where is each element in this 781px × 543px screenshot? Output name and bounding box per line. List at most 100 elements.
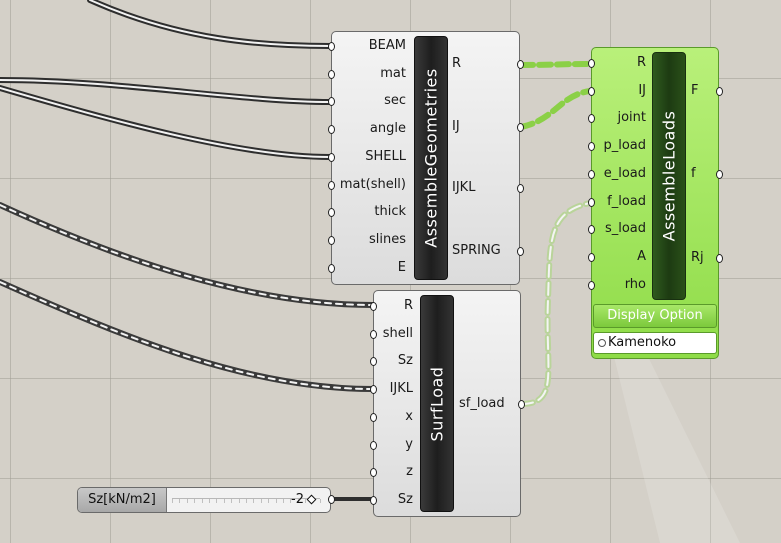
ag-output-3-port-0[interactable]: [517, 247, 524, 256]
ag-input-port-4[interactable]: [328, 152, 335, 162]
al-input-port-8[interactable]: [588, 280, 595, 290]
slider-tick: [297, 499, 299, 503]
slider-tick: [283, 499, 284, 503]
ag-input-label-3: angle: [369, 121, 406, 137]
al-input-port-7[interactable]: [588, 252, 595, 262]
sl-input-label-5: y: [405, 436, 413, 452]
ag-input-label-2: sec: [384, 93, 406, 109]
ag-input-label-4: SHELL: [365, 148, 406, 164]
sl-input-port-3[interactable]: [370, 385, 377, 395]
wire-r-to-loads[interactable]: [518, 61, 593, 68]
slider-tick: [320, 499, 321, 503]
ag-input-label-5: mat(shell): [339, 176, 406, 192]
ag-output-0-port-0[interactable]: [517, 60, 524, 69]
sz-number-slider[interactable]: Sz[kN/m2] -2: [77, 487, 331, 513]
sl-input-port-1[interactable]: [370, 329, 377, 339]
ag-input-port-6[interactable]: [328, 208, 335, 218]
al-output-0-label-0: F: [691, 83, 699, 98]
sl-input-port-6[interactable]: [370, 468, 377, 478]
ag-input-label-6: thick: [374, 204, 406, 220]
wire-ij-to-loads[interactable]: [518, 88, 593, 130]
slider-tick: [172, 499, 173, 503]
slider-track[interactable]: [172, 498, 321, 503]
wire-sfload-to-floads[interactable]: [518, 200, 593, 407]
al-input-label-8: rho: [624, 276, 646, 292]
slider-tick: [268, 499, 270, 503]
sl-input-port-2[interactable]: [370, 357, 377, 367]
al-output-1-port-0[interactable]: [716, 170, 723, 179]
sl-input-label-7: Sz: [397, 491, 413, 507]
ag-input-port-5[interactable]: [328, 180, 335, 190]
al-input-port-2[interactable]: [588, 114, 595, 124]
slider-name: Sz[kN/m2]: [78, 488, 167, 512]
sl-input-label-0: R: [403, 298, 413, 313]
ag-output-1-port-0[interactable]: [517, 123, 524, 132]
ag-input-port-3[interactable]: [328, 125, 335, 135]
ag-input-label-7: slines: [368, 231, 406, 247]
al-input-label-3: p_load: [603, 138, 646, 154]
assemble-geometries-component[interactable]: AssembleGeometries: [331, 31, 520, 285]
ag-input-port-8[interactable]: [328, 263, 335, 273]
surf-load-title-bar[interactable]: SurfLoad: [420, 295, 454, 512]
assemble-loads-component[interactable]: AssembleLoads Display Option Kamenoko: [591, 47, 719, 359]
sl-output-port-0[interactable]: [518, 400, 525, 409]
surf-load-component[interactable]: SurfLoad: [373, 290, 521, 517]
ag-output-2-label-0: IJKL: [452, 180, 476, 195]
sl-input-port-0[interactable]: [370, 302, 377, 311]
al-input-port-5[interactable]: [588, 197, 595, 207]
ag-input-port-2[interactable]: [328, 97, 335, 107]
al-input-label-4: e_load: [603, 165, 646, 181]
slider-tick: [275, 499, 277, 503]
slider-tick: [253, 499, 255, 503]
slider-tick: [231, 499, 233, 503]
wire-shell[interactable]: [0, 85, 333, 160]
wire-beam[interactable]: [87, 0, 333, 49]
ag-input-port-1[interactable]: [328, 69, 335, 79]
al-input-port-0[interactable]: [588, 59, 595, 68]
ag-input-label-1: mat: [380, 65, 406, 81]
ag-input-port-7[interactable]: [328, 235, 335, 245]
wire-surfload-r[interactable]: [0, 202, 376, 308]
sl-input-label-1: shell: [382, 325, 413, 341]
wire-surfload-ijkl[interactable]: [0, 279, 376, 392]
sl-output-label-0: sf_load: [459, 396, 505, 411]
al-input-port-3[interactable]: [588, 142, 595, 152]
slider-tick: [194, 499, 196, 503]
al-input-label-2: joint: [617, 110, 646, 126]
assemble-loads-title-bar[interactable]: AssembleLoads: [652, 52, 686, 300]
ag-output-1-label-0: IJ: [452, 119, 460, 134]
slider-tick: [223, 499, 225, 503]
sl-input-label-3: IJKL: [389, 381, 413, 397]
ag-output-2-port-0[interactable]: [517, 184, 524, 193]
al-input-label-7: A: [637, 248, 646, 264]
display-option-radio[interactable]: Kamenoko: [593, 332, 717, 354]
display-option-button[interactable]: Display Option: [593, 304, 717, 328]
sl-input-port-4[interactable]: [370, 412, 377, 422]
slider-tick: [186, 499, 188, 503]
radio-icon[interactable]: [598, 339, 606, 347]
al-output-0-port-0[interactable]: [716, 87, 723, 96]
slider-output-port[interactable]: [328, 495, 335, 504]
sl-input-port-7[interactable]: [370, 495, 377, 505]
al-input-label-5: f_load: [607, 193, 646, 209]
preview-cone: [600, 300, 740, 543]
al-input-port-1[interactable]: [588, 86, 595, 96]
al-input-port-4[interactable]: [588, 169, 595, 179]
ag-output-0-label-0: R: [452, 56, 462, 71]
ag-input-label-0: BEAM: [368, 38, 406, 53]
sl-input-label-4: x: [405, 408, 413, 424]
ag-input-port-0[interactable]: [328, 42, 335, 51]
wire-sec[interactable]: [0, 77, 333, 105]
al-output-2-label-0: Rj: [691, 250, 704, 265]
ag-input-label-8: E: [397, 259, 406, 275]
slider-value: -2: [291, 492, 304, 507]
assemble-geometries-title-bar[interactable]: AssembleGeometries: [414, 36, 448, 280]
sl-input-port-5[interactable]: [370, 440, 377, 450]
slider-tick: [238, 499, 240, 503]
assemble-loads-title: AssembleLoads: [659, 110, 679, 242]
slider-tick: [290, 499, 292, 503]
al-input-port-6[interactable]: [588, 225, 595, 235]
al-output-2-port-0[interactable]: [716, 254, 723, 263]
al-input-label-1: IJ: [638, 82, 646, 98]
